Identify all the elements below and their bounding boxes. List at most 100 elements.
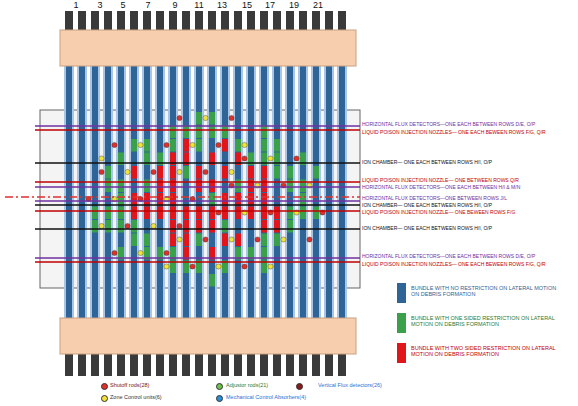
bundle-segment bbox=[235, 139, 241, 152]
bundle-segment bbox=[235, 234, 241, 247]
fuel-channel bbox=[79, 66, 85, 318]
bundle-segment bbox=[248, 166, 254, 179]
bundle-segment bbox=[287, 166, 293, 179]
pressure-tube bbox=[259, 66, 269, 318]
fuel-channel bbox=[157, 66, 163, 318]
feeder-connector bbox=[273, 352, 281, 376]
bundle-segment bbox=[196, 207, 202, 220]
feeder-connector bbox=[182, 352, 190, 376]
annotation: ION CHAMBER— ONE EACH BETWEEN ROWS H/I, … bbox=[362, 226, 492, 232]
pressure-tube bbox=[194, 66, 204, 318]
pressure-tube bbox=[246, 66, 256, 318]
column-number: 11 bbox=[194, 0, 203, 10]
bundle-segment bbox=[222, 193, 228, 206]
bundle-segment bbox=[313, 166, 319, 179]
column-number: 7 bbox=[145, 0, 150, 10]
fuel-channel bbox=[235, 66, 241, 318]
annotation: LIQUID POISON INJECTION NOZZLE— ONE BETW… bbox=[362, 178, 519, 184]
bundle-segment bbox=[144, 234, 150, 247]
feeder-connector bbox=[325, 352, 333, 376]
pressure-tube bbox=[90, 66, 100, 318]
bundle-segment bbox=[170, 139, 176, 152]
pressure-tube bbox=[298, 66, 308, 318]
device-dot bbox=[203, 115, 208, 120]
bundle-segment bbox=[261, 193, 267, 206]
device-dot bbox=[138, 142, 143, 147]
feeder-connector bbox=[208, 352, 216, 376]
column-number: 5 bbox=[120, 0, 125, 10]
bundle-segment bbox=[261, 126, 267, 139]
device-dot bbox=[242, 264, 247, 269]
device-dot bbox=[151, 223, 156, 228]
device-dot bbox=[268, 156, 273, 161]
fuel-channel bbox=[222, 66, 228, 318]
device-dot bbox=[242, 156, 247, 161]
feeder-connector bbox=[130, 352, 138, 376]
fuel-channel bbox=[118, 66, 124, 318]
device-dot bbox=[177, 223, 182, 228]
bundle-segment bbox=[261, 234, 267, 247]
pressure-tube bbox=[207, 66, 217, 318]
bundle-segment bbox=[183, 234, 189, 247]
device-dot bbox=[216, 142, 221, 147]
fuel-channel bbox=[131, 66, 137, 318]
bundle-segment bbox=[274, 234, 280, 247]
device-dot bbox=[138, 250, 143, 255]
bundle-segment bbox=[209, 274, 215, 287]
bundle-segment bbox=[183, 220, 189, 233]
fuel-channel bbox=[339, 66, 345, 318]
annotation: LIQUID POISON INJECTION NOZZLE— ONE BEWE… bbox=[362, 210, 515, 216]
bundle-segment bbox=[209, 126, 215, 139]
bundle-segment bbox=[144, 207, 150, 220]
feeder-connector bbox=[260, 352, 268, 376]
bundle-segment bbox=[274, 166, 280, 179]
legend-swatch bbox=[296, 383, 303, 390]
fuel-channel bbox=[209, 66, 215, 318]
bundle-segment bbox=[287, 207, 293, 220]
feeder-connector bbox=[312, 352, 320, 376]
pressure-tube bbox=[142, 66, 152, 318]
bundle-segment bbox=[131, 166, 137, 179]
bundle-segment bbox=[196, 166, 202, 179]
bundle-segment bbox=[118, 193, 124, 206]
bundle-segment bbox=[222, 126, 228, 139]
bundle-segment bbox=[300, 207, 306, 220]
pressure-tube bbox=[324, 66, 334, 318]
feeder-connector bbox=[91, 352, 99, 376]
bundle-segment bbox=[170, 126, 176, 139]
bundle-segment bbox=[222, 234, 228, 247]
bundle-segment bbox=[222, 166, 228, 179]
bundle-segment bbox=[170, 234, 176, 247]
legend-swatch bbox=[397, 283, 406, 303]
device-dot bbox=[164, 250, 169, 255]
annotation: ION CHAMBER— ONE EACH BETWEEN ROWS H/I, … bbox=[362, 160, 492, 166]
bundle-segment bbox=[105, 166, 111, 179]
annotation: LIQUID POISON INJECTION NOZZLES— ONE EAC… bbox=[362, 130, 546, 136]
bundle-segment bbox=[261, 207, 267, 220]
bundle-segment bbox=[170, 166, 176, 179]
device-dot bbox=[164, 142, 169, 147]
device-dot bbox=[112, 250, 117, 255]
legend-text: BUNDLE WITH TWO SIDED RESTRICTION ON LAT… bbox=[411, 345, 561, 358]
fuel-channel bbox=[261, 66, 267, 318]
device-dot bbox=[268, 264, 273, 269]
bundle-segment bbox=[157, 193, 163, 206]
pressure-tube bbox=[337, 66, 347, 318]
bundle-segment bbox=[274, 220, 280, 233]
feeder-connector bbox=[247, 352, 255, 376]
column-number: 17 bbox=[265, 0, 275, 10]
feeder-connector bbox=[104, 352, 112, 376]
device-dot bbox=[294, 156, 299, 161]
bundle-segment bbox=[183, 166, 189, 179]
bundle-segment bbox=[105, 207, 111, 220]
bundle-segment bbox=[170, 207, 176, 220]
bundle-segment bbox=[300, 193, 306, 206]
legend-text: Adjustor rods(21) bbox=[226, 382, 268, 388]
pressure-tube bbox=[285, 66, 295, 318]
fuel-channel bbox=[196, 66, 202, 318]
legend-swatch bbox=[397, 343, 406, 363]
bundle-segment bbox=[196, 220, 202, 233]
device-dot bbox=[99, 169, 104, 174]
bundle-segment bbox=[274, 207, 280, 220]
